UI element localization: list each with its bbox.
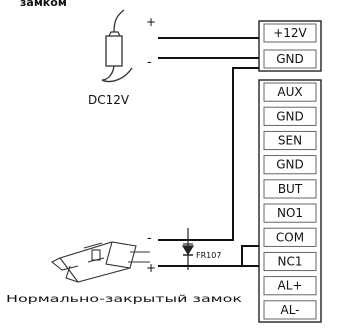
power-plus-sign: + <box>146 15 156 29</box>
terminal-label-12v-0: +12V <box>273 26 307 40</box>
terminal-cell <box>263 106 317 126</box>
terminal-label-aux-2: AUX <box>277 85 302 99</box>
terminal-cell <box>263 203 317 223</box>
terminal-label-gnd-3: GND <box>276 109 304 123</box>
terminal-cell <box>263 23 317 43</box>
terminal-label-al-11: AL- <box>280 303 299 317</box>
lock-minus-sign: - <box>147 231 152 246</box>
terminal-block-main-frame <box>258 79 322 323</box>
terminal-label-sen-4: SEN <box>278 134 302 148</box>
terminal-label-gnd-5: GND <box>276 158 304 172</box>
header-text: замком <box>20 0 67 9</box>
power-wires <box>158 37 259 59</box>
power-minus-sign: - <box>147 55 152 70</box>
power-supply: + - DC12V <box>88 9 156 107</box>
terminal-label-gnd-1: GND <box>276 52 304 66</box>
terminal-cell <box>263 49 317 69</box>
lock: + - <box>50 231 156 283</box>
wire-com <box>241 245 259 266</box>
terminal-label-nc1-9: NC1 <box>278 255 303 269</box>
diode <box>181 228 195 270</box>
terminal-cell <box>263 227 317 247</box>
terminal-cell <box>263 82 317 102</box>
wire-lock-minus-to-gnd <box>158 67 259 241</box>
terminal-label-no1-7: NO1 <box>277 206 303 220</box>
terminal-cell <box>263 251 317 272</box>
terminal-label-com-8: COM <box>276 230 304 244</box>
terminal-cell <box>263 179 317 199</box>
terminal-cell <box>263 130 317 151</box>
lock-plus-sign: + <box>146 261 156 275</box>
lock-wires <box>158 67 259 267</box>
power-adapter-icon <box>105 35 123 67</box>
terminal-label-but-6: BUT <box>278 182 303 196</box>
terminal-cell <box>263 300 317 320</box>
terminal-label-al-10: AL+ <box>278 279 303 293</box>
terminal-block-top-frame <box>258 20 322 72</box>
terminal-cell <box>263 276 317 296</box>
lock-icon <box>50 241 150 283</box>
diode-label: FR107 <box>196 251 221 260</box>
terminal-cell <box>263 155 317 175</box>
diode-symbol <box>181 245 195 256</box>
power-label: DC12V <box>88 93 130 107</box>
lock-caption: Нормально-закрытый замок <box>6 294 242 305</box>
